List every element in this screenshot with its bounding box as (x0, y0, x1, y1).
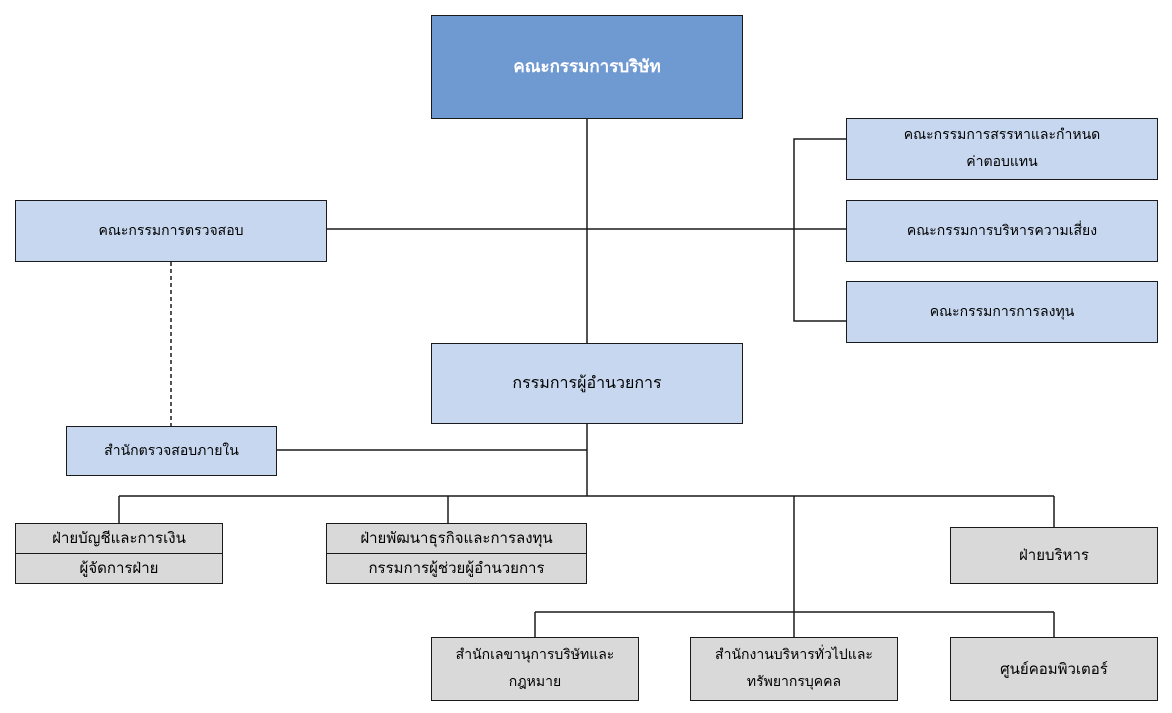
managing-director-label: กรรมการผู้อำนวยการ (512, 373, 662, 393)
managing-director-box: กรรมการผู้อำนวยการ (431, 343, 743, 424)
audit-committee-label: คณะกรรมการตรวจสอบ (98, 222, 244, 239)
investment-committee-label: คณะกรรมการการลงทุน (929, 303, 1075, 320)
secretary-legal-line-2: กฎหมาย (508, 674, 562, 690)
investment-committee-box: คณะกรรมการการลงทุน (846, 281, 1158, 343)
board-label: คณะกรรมการบริษัท (513, 56, 661, 77)
internal-audit-box: สำนักตรวจสอบภายใน (66, 426, 277, 476)
risk-committee-label: คณะกรรมการบริหารความเสี่ยง (906, 222, 1098, 239)
general-admin-hr-line-2: ทรัพยากรบุคคล (746, 674, 842, 690)
internal-audit-label: สำนักตรวจสอบภายใน (104, 442, 239, 459)
computer-center-label: ศูนย์คอมพิวเตอร์ (1000, 659, 1108, 678)
business-development-title: ฝ่ายพัฒนาธุรกิจและการลงทุน (360, 529, 553, 548)
administration-label: ฝ่ายบริหาร (1019, 546, 1089, 565)
general-admin-hr-line-1: สำนักงานบริหารทั่วไปและ (715, 647, 873, 664)
secretary-legal-line-1: สำนักเลขานุการบริษัทและ (455, 647, 615, 664)
computer-center-box: ศูนย์คอมพิวเตอร์ (950, 637, 1158, 701)
nomination-committee-line-1: คณะกรรมการสรรหาและกำหนด (903, 127, 1101, 144)
accounting-finance-head: ผู้จัดการฝ่าย (16, 553, 222, 583)
accounting-finance-box: ฝ่ายบัญชีและการเงิน ผู้จัดการฝ่าย (15, 523, 223, 584)
general-admin-hr-box: สำนักงานบริหารทั่วไปและ ทรัพยากรบุคคล (690, 637, 898, 701)
business-development-box: ฝ่ายพัฒนาธุรกิจและการลงทุน กรรมการผู้ช่ว… (326, 523, 587, 584)
business-development-head: กรรมการผู้ช่วยผู้อำนวยการ (327, 553, 586, 583)
administration-box: ฝ่ายบริหาร (950, 527, 1158, 584)
risk-committee-box: คณะกรรมการบริหารความเสี่ยง (846, 200, 1158, 262)
nomination-committee-line-2: ค่าตอบแทน (966, 154, 1038, 170)
nomination-committee-box: คณะกรรมการสรรหาและกำหนด ค่าตอบแทน (846, 118, 1158, 180)
board-of-directors-box: คณะกรรมการบริษัท (431, 15, 743, 119)
secretary-legal-box: สำนักเลขานุการบริษัทและ กฎหมาย (431, 637, 639, 701)
accounting-finance-title: ฝ่ายบัญชีและการเงิน (52, 529, 186, 548)
audit-committee-box: คณะกรรมการตรวจสอบ (15, 200, 327, 262)
line-right-committees (793, 138, 846, 322)
